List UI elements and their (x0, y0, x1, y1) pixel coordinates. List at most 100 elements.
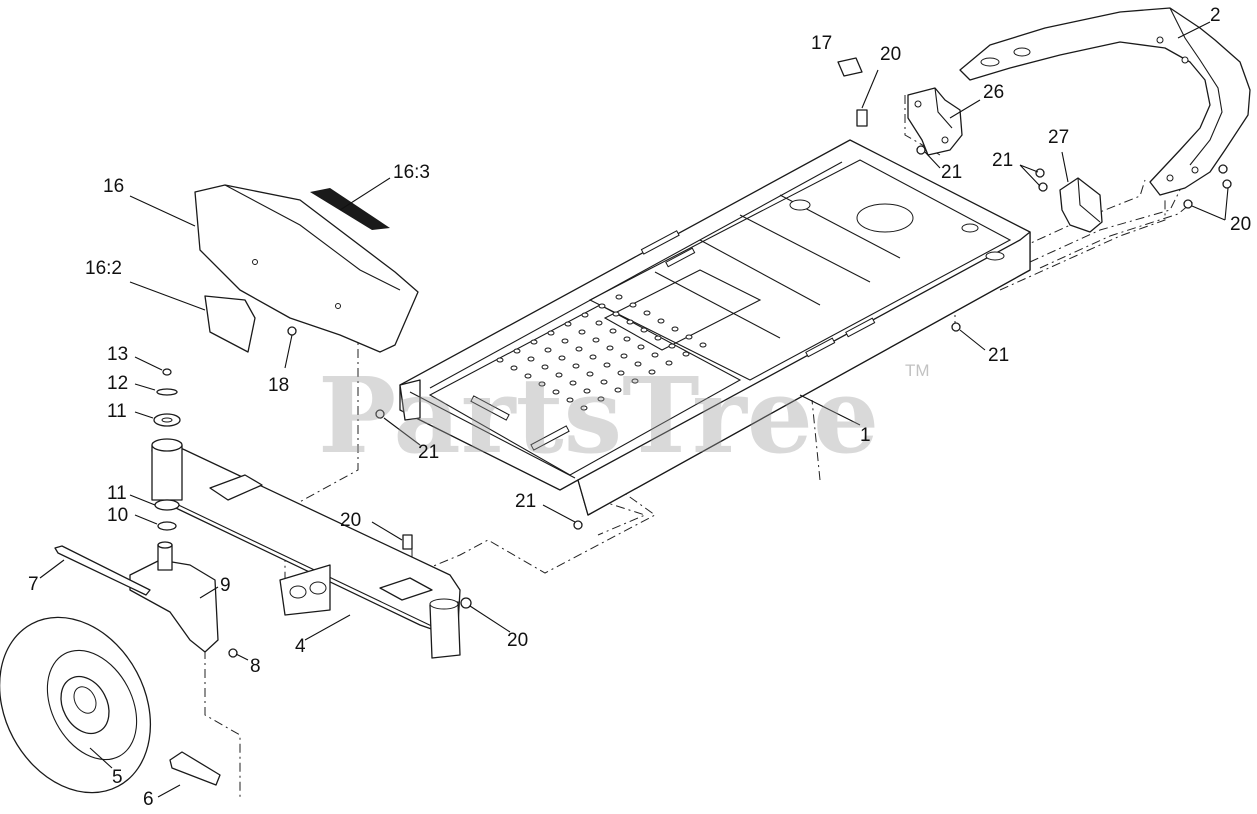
floor-hole (552, 389, 560, 395)
floor-hole (665, 360, 673, 366)
floor-hole (606, 345, 614, 351)
floor-hole (544, 347, 552, 353)
callout-20: 20 (1230, 214, 1251, 235)
floor-hole (617, 370, 625, 376)
floor-hole (609, 328, 617, 334)
floor-hole (547, 330, 555, 336)
floor-hole (612, 311, 620, 317)
floor-hole (586, 371, 594, 377)
floor-hole (581, 312, 589, 318)
decal-16-2-part (204, 295, 256, 353)
bracket-26-part (907, 87, 963, 156)
wheel-part (0, 616, 152, 794)
floor-hole (578, 329, 586, 335)
callout-16: 16 (103, 176, 124, 197)
callout-18: 18 (268, 375, 289, 396)
floor-hole (524, 373, 532, 379)
floor-hole (648, 369, 656, 375)
floor-hole (564, 321, 572, 327)
floor-hole (640, 327, 648, 333)
watermark-text: PartsTree (318, 354, 879, 477)
bolt-7-part (54, 545, 151, 596)
floor-hole (657, 318, 665, 324)
callout-21: 21 (988, 345, 1009, 366)
callout-16-3: 16:3 (393, 162, 430, 183)
floor-hole (682, 351, 690, 357)
callout-7: 7 (28, 574, 39, 595)
leader-lines (39, 21, 1229, 798)
floor-hole (595, 320, 603, 326)
floor-hole (631, 378, 639, 384)
floor-hole (634, 361, 642, 367)
callout-10: 10 (107, 505, 128, 526)
callout-labels: 2 17 20 26 27 21 21 20 21 16 16:3 16:2 1… (28, 5, 1251, 810)
decal-16-3-part (310, 188, 390, 230)
callout-20: 20 (507, 630, 528, 651)
seat-panel-part (194, 184, 419, 353)
caster-fork-part (129, 541, 219, 653)
callout-1: 1 (860, 425, 871, 446)
floor-hole (496, 357, 504, 363)
floor-hole (527, 356, 535, 362)
callout-5: 5 (112, 767, 123, 788)
floor-hole (637, 344, 645, 350)
floor-hole (620, 353, 628, 359)
spindle-stack (151, 368, 183, 531)
callout-2: 2 (1210, 5, 1221, 26)
floor-hole (668, 343, 676, 349)
handle-bar-part (959, 7, 1251, 196)
callout-21: 21 (992, 150, 1013, 171)
floor-hole (614, 387, 622, 393)
floor-hole (600, 379, 608, 385)
floor-hole (623, 336, 631, 342)
floor-hole (685, 334, 693, 340)
callout-11: 11 (107, 483, 127, 504)
callout-26: 26 (983, 82, 1004, 103)
callout-4: 4 (295, 636, 306, 657)
floor-hole (699, 342, 707, 348)
callout-13: 13 (107, 344, 128, 365)
floor-hole (615, 294, 623, 300)
floor-hole (566, 397, 574, 403)
floor-hole (643, 310, 651, 316)
watermark-trademark: TM (905, 361, 930, 380)
fasteners (228, 57, 1232, 658)
floor-hole (510, 365, 518, 371)
callout-11: 11 (107, 401, 127, 422)
floor-hole (597, 396, 605, 402)
floor-hole (513, 348, 521, 354)
callout-21: 21 (418, 442, 439, 463)
floor-hole (538, 381, 546, 387)
floor-hole (541, 364, 549, 370)
floor-hole (575, 346, 583, 352)
floor-hole (583, 388, 591, 394)
floor-hole (580, 405, 588, 411)
floor-hole (626, 319, 634, 325)
floor-hole (671, 326, 679, 332)
callout-17: 17 (811, 33, 832, 54)
floor-hole (589, 354, 597, 360)
bracket-27-part (1059, 177, 1103, 233)
floor-hole (572, 363, 580, 369)
callout-6: 6 (143, 789, 154, 810)
floor-hole (555, 372, 563, 378)
callout-21: 21 (941, 162, 962, 183)
floor-hole-grid (496, 294, 707, 411)
floor-hole (654, 335, 662, 341)
floor-hole (569, 380, 577, 386)
callout-21: 21 (515, 491, 536, 512)
main-frame-part (399, 139, 1031, 516)
floor-hole (629, 302, 637, 308)
floor-hole (592, 337, 600, 343)
floor-hole (561, 338, 569, 344)
floor-hole (651, 352, 659, 358)
callout-20: 20 (880, 44, 901, 65)
floor-hole (603, 362, 611, 368)
floor-hole (558, 355, 566, 361)
callout-9: 9 (220, 575, 231, 596)
floor-hole (598, 303, 606, 309)
callout-27: 27 (1048, 127, 1069, 148)
axle-pin-6-part (169, 751, 221, 786)
floor-hole (530, 339, 538, 345)
